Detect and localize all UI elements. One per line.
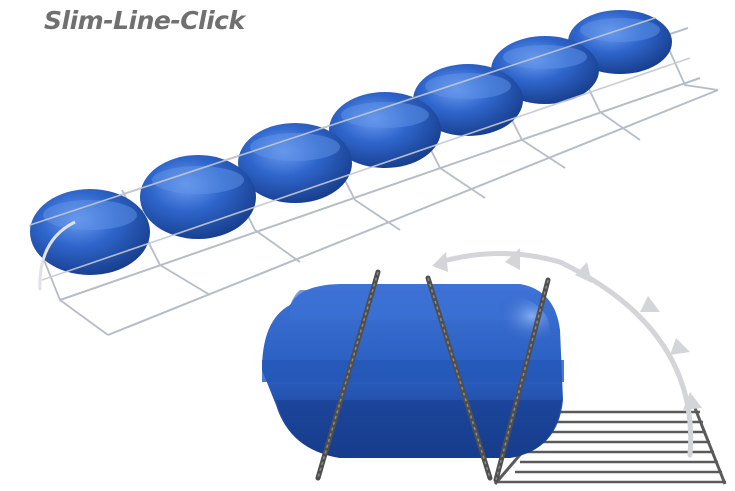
tilt-arrow-small: [38, 220, 76, 291]
float-2: [140, 155, 256, 239]
product-title: Slim-Line-Click: [44, 6, 245, 35]
float-5: [413, 64, 523, 136]
float-1: [30, 189, 150, 275]
large-float-assembly: [262, 248, 727, 485]
rotation-arrowheads: [432, 248, 702, 410]
float-4: [329, 92, 441, 168]
float-row-assembly: [29, 10, 719, 336]
